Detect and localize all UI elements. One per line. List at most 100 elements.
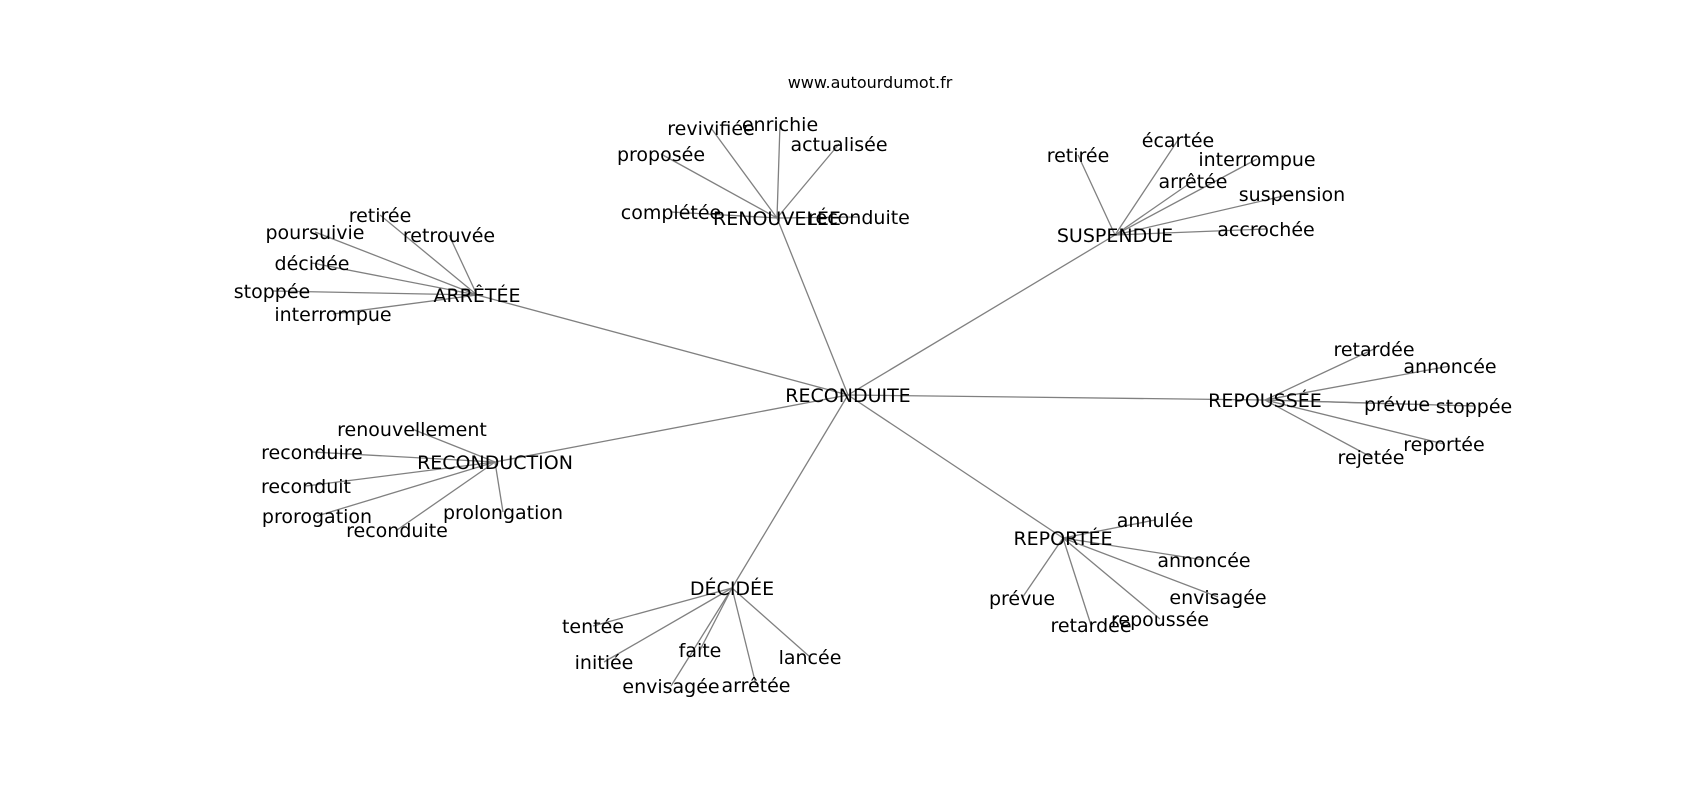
- edge-hub-word: [1114, 158, 1258, 236]
- edge-hub-word: [448, 234, 478, 296]
- leaf-word: prorogation: [262, 506, 372, 528]
- leaf-word: initiée: [575, 652, 634, 674]
- leaf-word: suspension: [1239, 184, 1345, 206]
- leaf-word: annulée: [1117, 510, 1193, 532]
- center-word: RECONDUITE: [785, 385, 910, 407]
- edge-hub-word: [314, 231, 478, 296]
- edge-hub-word: [731, 587, 757, 686]
- edge-hub-word: [699, 587, 733, 651]
- edge-hub-word: [1062, 537, 1092, 626]
- edge-center-hub: [731, 394, 849, 589]
- edge-center-hub: [494, 394, 849, 463]
- leaf-word: interrompue: [1198, 149, 1315, 171]
- edge-hub-word: [316, 461, 496, 517]
- leaf-word: écartée: [1142, 130, 1214, 152]
- leaf-word: prévue: [1364, 394, 1430, 416]
- edge-hub-word: [1264, 348, 1375, 401]
- leaf-word: arrêtée: [721, 675, 790, 697]
- hub-word: ARRÊTÉE: [433, 284, 520, 307]
- leaf-word: retirée: [1047, 145, 1110, 167]
- hub-word: SUSPENDUE: [1057, 225, 1173, 247]
- edge-hub-word: [311, 451, 496, 463]
- edge-hub-word: [305, 461, 496, 487]
- edge-hub-word: [1021, 537, 1064, 599]
- leaf-word: revivifiée: [667, 118, 754, 140]
- leaf-word: faite: [679, 640, 722, 662]
- leaf-word: stoppée: [234, 281, 310, 303]
- leaf-word: prévue: [989, 588, 1055, 610]
- edge-hub-word: [271, 290, 478, 296]
- edge-hub-word: [670, 211, 778, 219]
- edge-hub-word: [776, 216, 860, 219]
- leaf-word: renouvellement: [337, 419, 487, 441]
- edge-center-hub: [476, 294, 849, 396]
- edge-hub-word: [494, 461, 504, 513]
- leaf-word: prolongation: [443, 502, 563, 524]
- edge-hub-word: [660, 153, 778, 219]
- edge-hub-word: [1264, 399, 1445, 445]
- leaf-word: reportée: [1403, 434, 1484, 456]
- hub-word: DÉCIDÉE: [690, 577, 774, 600]
- edge-hub-word: [670, 587, 733, 687]
- leaf-word: enrichie: [742, 114, 818, 136]
- leaf-word: accrochée: [1217, 219, 1314, 241]
- leaf-word: décidée: [275, 253, 350, 275]
- edge-hub-word: [311, 262, 478, 296]
- edge-hub-word: [1062, 537, 1219, 598]
- leaf-word: retrouvée: [403, 225, 495, 247]
- edge-hub-word: [710, 127, 778, 219]
- edge-hub-word: [1114, 193, 1293, 236]
- leaf-word: reconduit: [261, 476, 351, 498]
- leaf-word: lancée: [779, 647, 842, 669]
- leaf-word: reconduite: [346, 520, 448, 542]
- labels-layer: RECONDUITERENOUVELÉErevivifiéeenrichieac…: [234, 114, 1512, 698]
- leaf-word: actualisée: [790, 134, 887, 156]
- hub-word: RENOUVELÉE: [713, 207, 841, 230]
- leaf-word: poursuivie: [266, 222, 365, 244]
- edge-hub-word: [1062, 537, 1161, 620]
- leaf-word: reconduire: [261, 442, 363, 464]
- leaf-word: stoppée: [1436, 396, 1512, 418]
- hub-word: RECONDUCTION: [417, 452, 573, 474]
- edge-hub-word: [1077, 154, 1116, 236]
- edge-hub-word: [1062, 537, 1205, 561]
- leaf-word: reconduite: [808, 207, 910, 229]
- edge-hub-word: [603, 587, 733, 663]
- leaf-word: arrêtée: [1158, 171, 1227, 193]
- edges-layer: [271, 123, 1475, 687]
- edge-center-hub: [776, 217, 849, 396]
- hub-word: REPOUSSÉE: [1208, 389, 1322, 412]
- leaf-word: annoncée: [1157, 550, 1250, 572]
- edge-hub-word: [1062, 519, 1156, 539]
- hub-word: REPORTÉE: [1013, 527, 1112, 550]
- leaf-word: retardée: [1333, 339, 1414, 361]
- edge-hub-word: [776, 123, 781, 219]
- edge-hub-word: [1114, 139, 1179, 236]
- leaf-word: annoncée: [1403, 356, 1496, 378]
- edge-hub-word: [332, 294, 478, 315]
- edge-hub-word: [731, 587, 811, 658]
- edge-hub-word: [379, 214, 478, 296]
- leaf-word: repoussée: [1111, 609, 1209, 631]
- edge-hub-word: [396, 461, 496, 531]
- leaf-word: complétée: [621, 202, 721, 224]
- edge-center-hub: [847, 394, 1064, 539]
- leaf-word: retardée: [1050, 615, 1131, 637]
- edge-hub-word: [1114, 180, 1194, 236]
- edge-center-hub: [847, 234, 1116, 396]
- leaf-word: interrompue: [274, 304, 391, 326]
- edge-hub-word: [776, 143, 840, 219]
- leaf-word: proposée: [617, 144, 705, 166]
- edge-hub-word: [1264, 399, 1372, 458]
- leaf-word: rejetée: [1338, 447, 1405, 469]
- edge-hub-word: [592, 587, 733, 627]
- leaf-word: retirée: [349, 205, 412, 227]
- site-url: www.autourdumot.fr: [788, 73, 953, 92]
- edge-center-hub: [847, 394, 1266, 401]
- leaf-word: envisagée: [1169, 587, 1266, 609]
- edge-hub-word: [1264, 399, 1475, 407]
- edge-hub-word: [1264, 365, 1451, 401]
- edge-hub-word: [1114, 228, 1267, 236]
- leaf-word: envisagée: [622, 676, 719, 698]
